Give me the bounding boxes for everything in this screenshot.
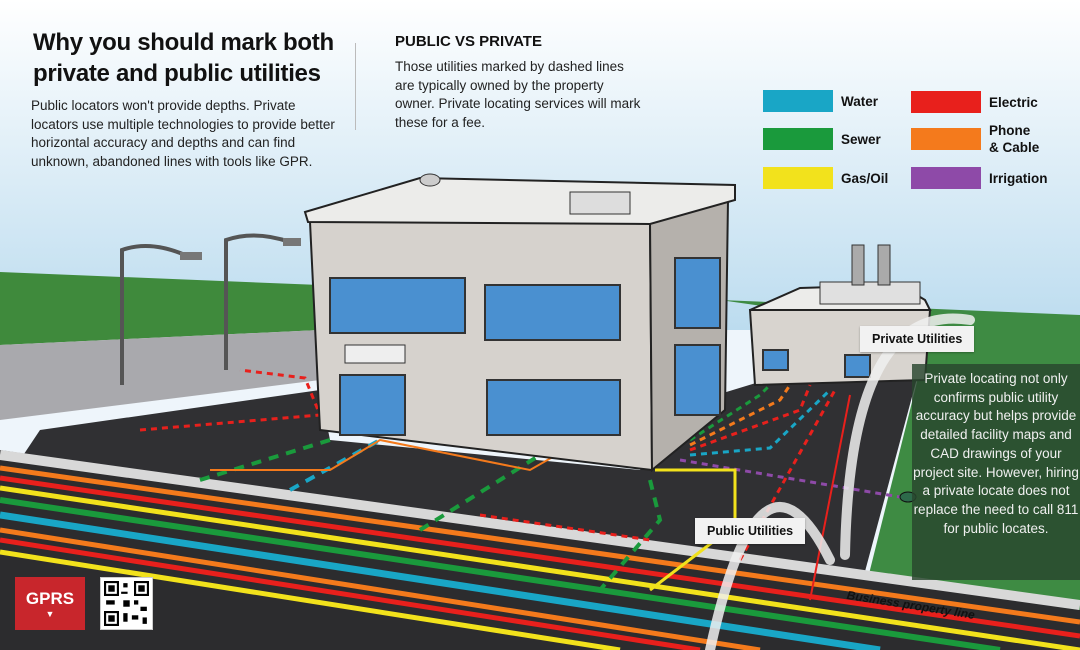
legend-label: & Cable	[989, 140, 1040, 155]
legend-swatch	[763, 167, 833, 189]
divider	[355, 43, 356, 130]
intro-text: Public locators won't provide depths. Pr…	[31, 98, 335, 169]
legend-label: Water	[841, 93, 879, 109]
public-utilities-label: Public Utilities	[695, 518, 806, 544]
title-line-2: private and public utilities	[33, 60, 321, 87]
page-title: Why you should mark both private and pub…	[33, 27, 334, 89]
public-vs-private-text: Those utilities marked by dashed lines a…	[395, 59, 641, 130]
legend-label: Sewer	[841, 131, 881, 147]
street-lights	[120, 233, 291, 385]
public-vs-private-heading: PUBLIC VS PRIVATE	[395, 33, 542, 50]
legend-swatch	[763, 128, 833, 150]
legend-swatch	[911, 167, 981, 189]
sidewalk	[0, 330, 320, 420]
legend-item-electric: Electric	[911, 91, 1038, 113]
legend-label: Electric	[989, 94, 1038, 110]
legend-label: Phone	[989, 123, 1031, 138]
legend-item-phone-cable: Phone & Cable	[911, 122, 1039, 156]
legend-label: Irrigation	[989, 170, 1048, 186]
gas-line	[649, 468, 737, 592]
title-line-1: Why you should mark both	[33, 29, 334, 56]
legend-label: Gas/Oil	[841, 170, 889, 186]
legend-item-sewer: Sewer	[763, 128, 881, 150]
qr-code	[100, 577, 153, 630]
legend-item-water: Water	[763, 90, 878, 112]
main-building	[303, 173, 736, 473]
private-utilities-label: Private Utilities	[860, 326, 975, 352]
legend-item-irrigation: Irrigation	[911, 167, 1048, 189]
legend-swatch	[763, 90, 833, 112]
gprs-logo: GPRS▼	[15, 577, 85, 630]
legend-swatch	[911, 128, 981, 150]
legend-item-gas-oil: Gas/Oil	[763, 167, 888, 189]
indicator-arcs	[705, 313, 975, 650]
grass-left	[0, 272, 320, 345]
public-utility-lines	[0, 450, 1080, 650]
legend-swatch	[911, 91, 981, 113]
private-locating-note: Private locating not only confirms publi…	[912, 364, 1080, 580]
